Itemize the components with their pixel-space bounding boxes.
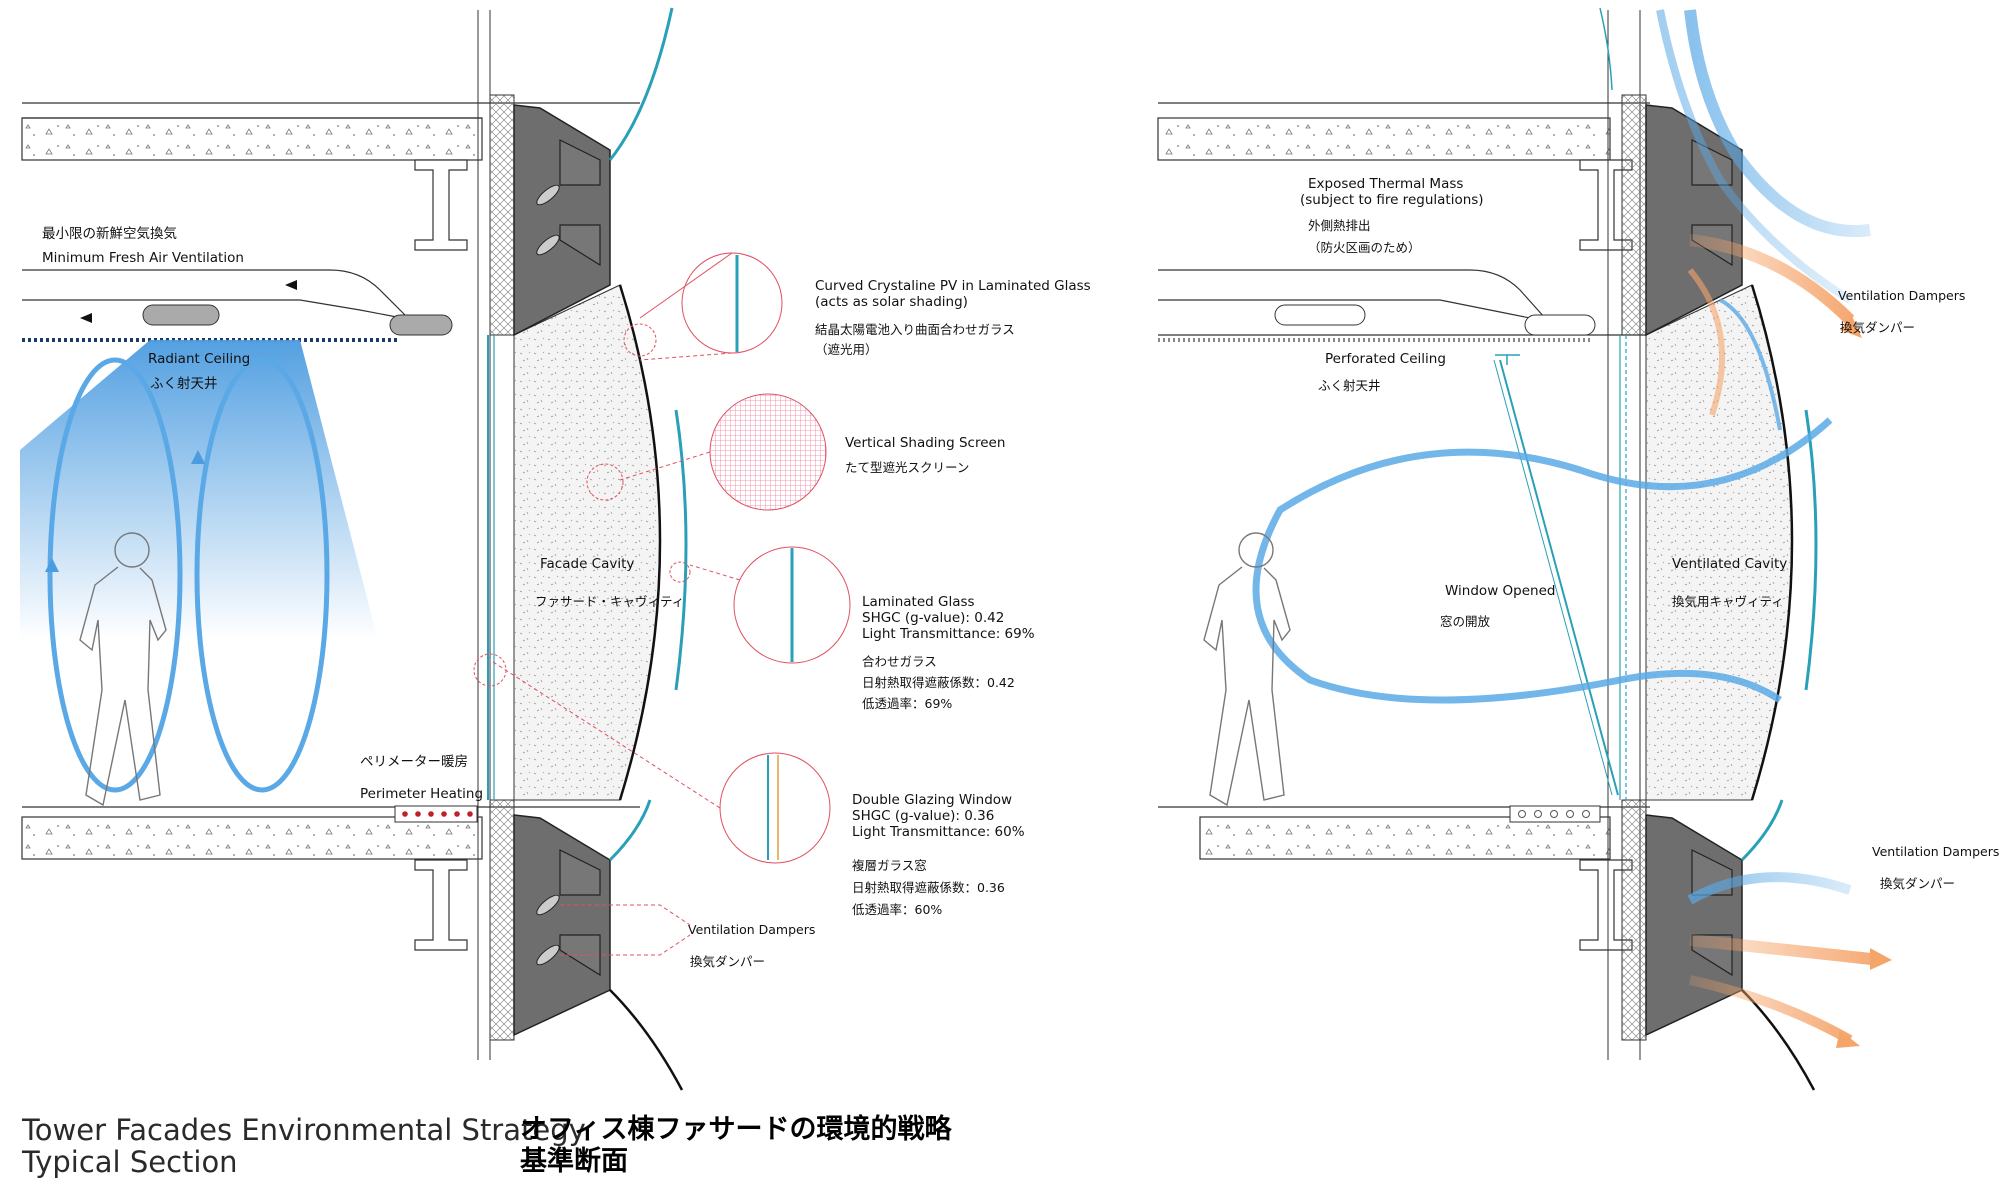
lam-label-jp-3: 低透過率：69% xyxy=(862,696,952,711)
callout-laminated-glass xyxy=(733,546,851,664)
radiant-cone xyxy=(20,340,378,640)
screen-label-en: Vertical Shading Screen xyxy=(845,435,1005,451)
opened-window xyxy=(1499,359,1619,796)
right-section: Exposed Thermal Mass (subject to fire re… xyxy=(1157,7,1999,1091)
dampers-top-label-en: Ventilation Dampers xyxy=(1838,288,1965,303)
radiant-ceiling-label-jp: ふく射天井 xyxy=(150,376,218,392)
duct-diffuser-2 xyxy=(389,314,453,336)
pv-label-2: (acts as solar shading) xyxy=(815,294,968,310)
cavity-label-jp: ファサード・キャヴィティ xyxy=(535,594,684,609)
dg-label-jp-2: 日射熱取得遮蔽係数：0.36 xyxy=(852,880,1005,895)
cross-ventilation-flow xyxy=(1252,417,1833,704)
thermal-label-1: Exposed Thermal Mass xyxy=(1308,176,1463,192)
dg-label-jp-3: 低透過率：60% xyxy=(852,902,942,917)
exhaust-arrow-top xyxy=(1689,234,1855,325)
damper-box-bottom xyxy=(513,814,611,1037)
screen-label-jp: たて型遮光スクリーン xyxy=(845,460,969,475)
lam-label-jp-1: 合わせガラス xyxy=(862,654,937,669)
person-figure-left xyxy=(79,532,167,807)
left-section: 最小限の新鮮空気換気 Minimum Fresh Air Ventilation… xyxy=(20,7,1091,1091)
dampers-bottom-label-en: Ventilation Dampers xyxy=(1872,844,1999,859)
dg-label-jp-1: 複層ガラス窓 xyxy=(852,858,927,873)
lam-label-2: SHGC (g-value): 0.42 xyxy=(862,610,1004,626)
thermal-label-jp-2: （防火区画のため） xyxy=(1308,240,1421,255)
floor-slab-bottom-right xyxy=(1199,816,1611,860)
thermal-label-2: (subject to fire regulations) xyxy=(1300,192,1484,208)
lam-label-3: Light Transmittance: 69% xyxy=(862,626,1035,642)
window-opened-label-jp: 窓の開放 xyxy=(1440,614,1491,629)
air-loop-right xyxy=(194,357,330,793)
lam-label-1: Laminated Glass xyxy=(862,594,975,610)
damper-box-top-right xyxy=(1645,104,1743,337)
lam-label-jp-2: 日射熱取得遮蔽係数：0.42 xyxy=(862,675,1015,690)
caption-subtitle-jp: 基準断面 xyxy=(520,1145,628,1177)
radiant-ceiling-label-en: Radiant Ceiling xyxy=(148,351,250,367)
duct-diffuser-1 xyxy=(142,304,220,326)
exhaust-arrow-bottom xyxy=(1689,934,1881,966)
floor-slab-bottom xyxy=(21,816,483,860)
dampers-label-jp: 換気ダンパー xyxy=(690,954,765,969)
dampers-label-en: Ventilation Dampers xyxy=(688,922,815,937)
fresh-air-label-jp: 最小限の新鮮空気換気 xyxy=(42,226,177,242)
perimeter-heater xyxy=(394,805,478,823)
floor-slab-top-right xyxy=(1157,117,1611,161)
floor-slab-top xyxy=(21,117,483,161)
perimeter-heating-label-en: Perimeter Heating xyxy=(360,786,483,802)
thermal-label-jp-1: 外側熱排出 xyxy=(1308,218,1371,233)
dg-label-2: SHGC (g-value): 0.36 xyxy=(852,808,994,824)
callout-pv xyxy=(681,252,783,354)
damper-box-bottom-right xyxy=(1645,814,1743,1037)
caption-subtitle: Typical Section xyxy=(21,1145,238,1179)
ventilated-cavity-label-en: Ventilated Cavity xyxy=(1672,556,1787,572)
damper-box-top xyxy=(513,104,611,337)
pv-label-jp-2: （遮光用） xyxy=(815,342,878,357)
steel-beam-bottom xyxy=(414,859,468,951)
pv-label-jp-1: 結晶太陽電池入り曲面合わせガラス xyxy=(815,322,1015,337)
fresh-air-label-en: Minimum Fresh Air Ventilation xyxy=(42,250,244,266)
pv-label-1: Curved Crystaline PV in Laminated Glass xyxy=(815,278,1091,294)
caption-title: Tower Facades Environmental Strategy xyxy=(21,1113,586,1147)
window-opened-label-en: Window Opened xyxy=(1445,583,1555,599)
dampers-bottom-label-jp: 換気ダンパー xyxy=(1880,876,1955,891)
callout-double-glazing xyxy=(719,752,831,864)
dg-label-3: Light Transmittance: 60% xyxy=(852,824,1025,840)
caption-title-jp: オフィス棟ファサードの環境的戦略 xyxy=(520,1113,952,1145)
air-loop-left xyxy=(47,357,183,793)
perimeter-heating-label-jp: ペリメーター暖房 xyxy=(360,754,468,770)
dampers-top-label-jp: 換気ダンパー xyxy=(1840,320,1915,335)
outer-curved-glass xyxy=(608,7,674,161)
supply-duct xyxy=(22,269,411,321)
perforated-ceiling-label-jp: ふく射天井 xyxy=(1318,378,1381,393)
callout-shading-screen xyxy=(709,393,827,511)
caption-block: Tower Facades Environmental Strategy Typ… xyxy=(21,1113,952,1179)
cavity-label-en: Facade Cavity xyxy=(540,556,634,572)
callouts-left xyxy=(473,252,851,956)
ventilated-cavity-label-jp: 換気用キャヴィティ xyxy=(1672,594,1784,609)
person-figure-right xyxy=(1203,532,1291,807)
steel-beam-top xyxy=(414,159,468,251)
dg-label-1: Double Glazing Window xyxy=(852,792,1012,808)
perforated-ceiling-label-en: Perforated Ceiling xyxy=(1325,351,1446,367)
